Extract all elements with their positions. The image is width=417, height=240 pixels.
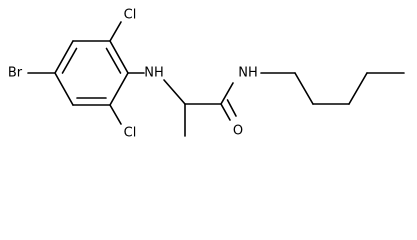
ring-double-bond-c3-c4 (61, 47, 78, 74)
atom-label-o: O (233, 124, 243, 139)
bond-carbonyl-n (220, 82, 234, 105)
ring-double-bond-c1-c2 (105, 47, 122, 74)
atom-label-br: Br (8, 66, 23, 81)
bond-pentyl-c3-c4 (348, 72, 368, 105)
bond-carbonyl-o-second (226, 99, 237, 117)
ring-bond-c4-c5 (54, 72, 74, 106)
bond-c6-cl (109, 104, 122, 125)
atom-label-cl-bottom: Cl (124, 126, 137, 141)
ring-bond-c6-c1 (109, 72, 129, 106)
bond-carbonyl-o (220, 103, 231, 121)
atom-label-cl-top: Cl (124, 8, 137, 23)
chemical-structure: Cl Cl Br NH NH O (8, 8, 405, 141)
benzene-ring (54, 40, 129, 106)
ring-bond-c3-c4 (54, 40, 74, 74)
atom-label-nh-aryl: NH (144, 66, 164, 81)
ring-bond-c1-c2 (109, 40, 129, 74)
atom-label-nh-amide: NH (238, 66, 258, 81)
bond-c2-cl (109, 21, 122, 42)
bond-pentyl-c1-c2 (294, 72, 314, 105)
bond-n-calpha (163, 79, 186, 105)
